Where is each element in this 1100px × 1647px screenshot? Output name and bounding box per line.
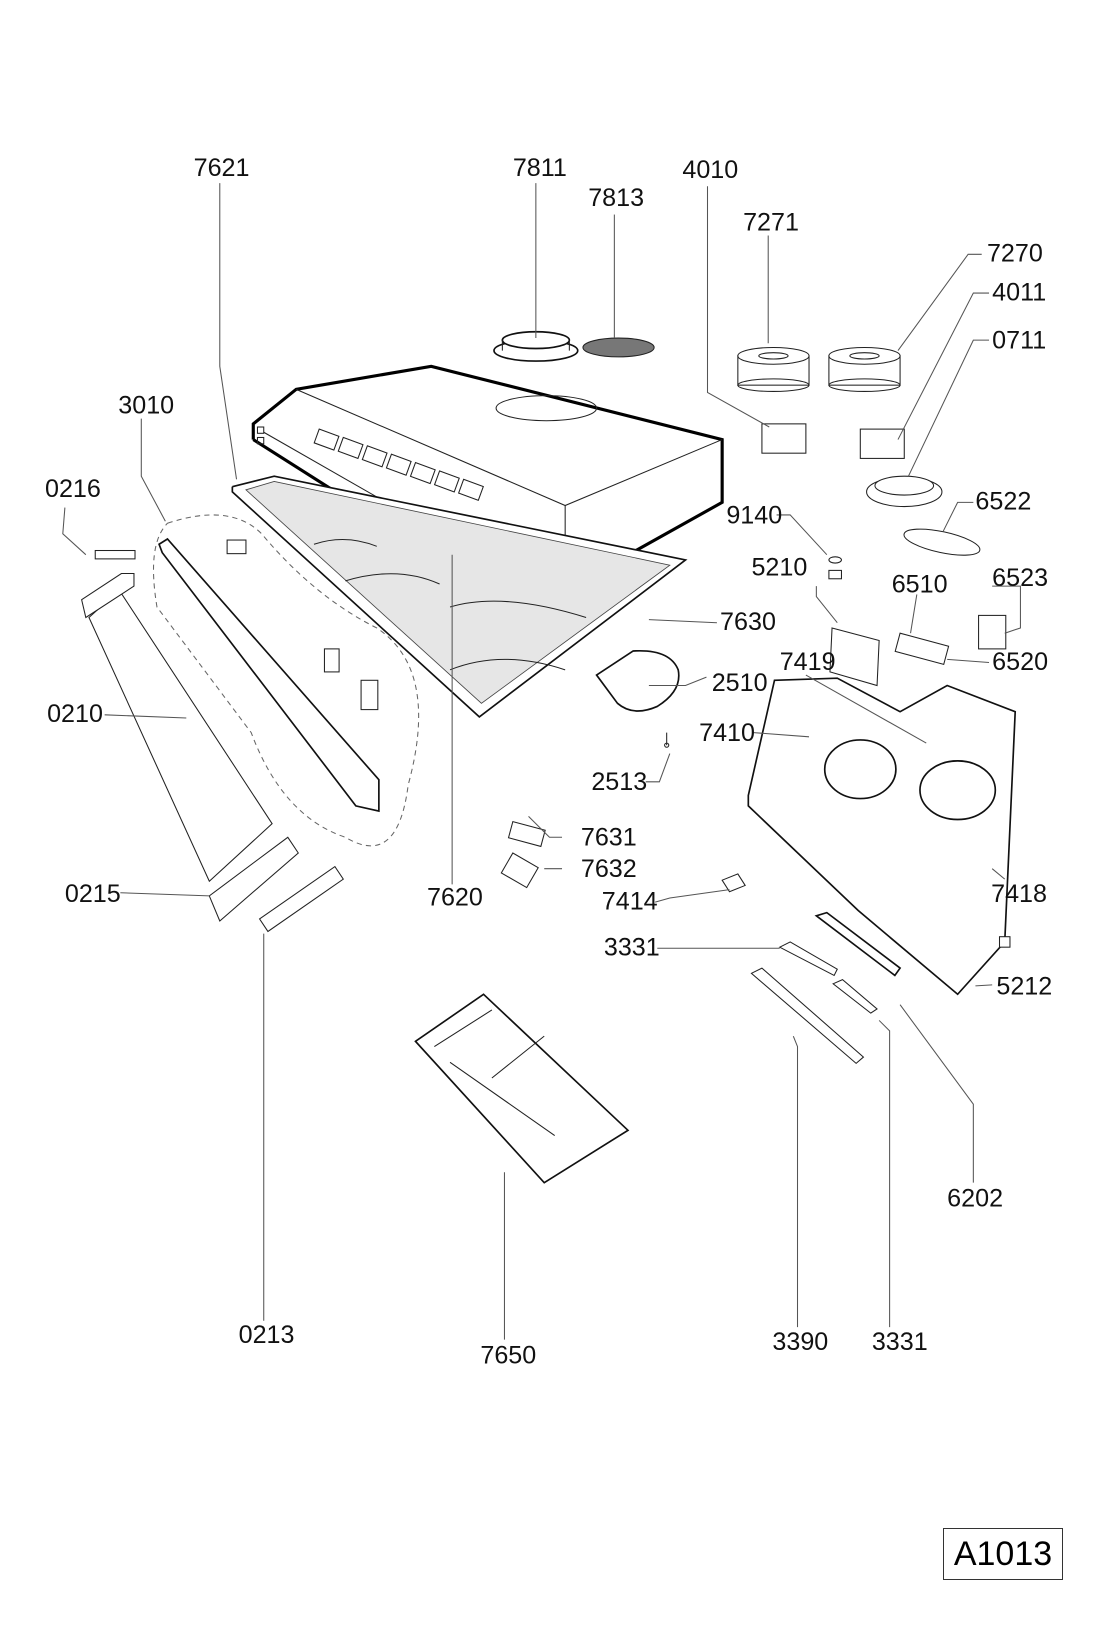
part-label: 3390 [772,1328,828,1356]
screw-drawing [664,732,670,748]
part-label: 7811 [513,154,567,182]
part-label: 0213 [239,1321,295,1349]
hinge-top-drawing [81,573,135,619]
part-label: 2510 [712,669,768,697]
part-label: 0215 [65,880,121,908]
part-label: 7419 [780,648,836,676]
mesh-cover-drawing [582,337,655,358]
clip-drawing [507,820,546,848]
part-label: 6522 [975,488,1031,516]
fastener-drawing [828,556,842,580]
part-label: 7414 [602,887,658,915]
part-label: 7631 [581,824,637,852]
part-label: 3331 [872,1328,928,1356]
part-label: 3010 [118,391,174,419]
part-label: 0216 [45,475,101,503]
lamp-holder-drawing [978,614,1007,650]
part-label: 6510 [892,570,948,598]
part-labels: 7621 7811 7813 4010 7271 7270 4011 0711 … [45,154,1052,1370]
leader-lines [62,183,1021,1340]
part-label: 7630 [720,608,776,636]
part-label: 7270 [987,240,1043,268]
part-label: 7271 [743,208,799,236]
hinge-clip-drawing [94,549,136,560]
hinge-bottom-drawing [208,836,299,922]
part-label: 0711 [992,327,1046,355]
part-label: 5212 [996,972,1052,1000]
switch-parts-drawing [750,911,1011,1065]
lamp-cover-drawing [903,528,981,556]
part-label: 6523 [992,564,1048,592]
motor-drawing [761,423,905,459]
carbon-filter-drawing [737,346,901,392]
part-label: 9140 [726,501,782,529]
part-label: 7418 [991,880,1047,908]
part-label: 3331 [604,934,660,962]
part-label: 7632 [581,855,637,883]
part-label: 7410 [699,719,755,747]
part-label: 5210 [751,554,807,582]
small-plate-drawing [721,873,746,893]
part-label: 7813 [588,184,644,212]
fan-housing-drawing [747,677,1017,996]
part-label: 0210 [47,700,103,728]
front-panel-drawing [153,514,420,847]
control-board-drawing [829,627,880,687]
part-label: 7650 [480,1342,536,1370]
lamp-drawing [894,632,950,666]
part-label: 2513 [591,768,647,796]
part-label: 4010 [682,156,738,184]
part-label: 6520 [992,648,1048,676]
diagram-reference-code: A1013 [943,1528,1063,1580]
part-label: 6202 [947,1185,1003,1213]
switch-panel-drawing [258,865,345,933]
part-label: 7621 [194,154,250,182]
handle-drawing [595,649,680,712]
part-label: 7620 [427,883,483,911]
duct-collar-drawing [493,330,579,362]
grease-filter-frame-drawing [231,475,688,719]
filter-cassette-drawing [414,993,630,1184]
part-label: 4011 [992,278,1046,306]
clip-plate-drawing [500,852,539,889]
fan-wheel-drawing [866,475,943,508]
